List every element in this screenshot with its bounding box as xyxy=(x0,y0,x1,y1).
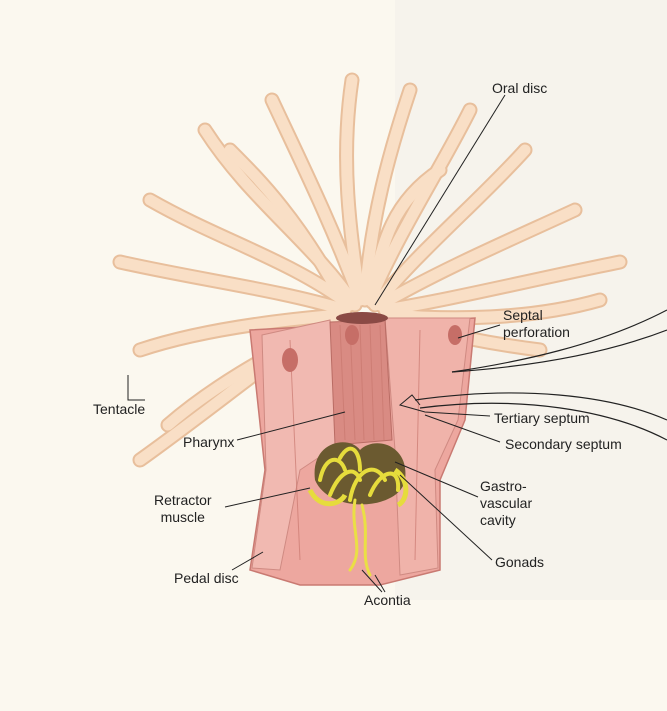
label-gastrovascular-cavity: Gastro- vascular cavity xyxy=(480,478,532,529)
label-pedal-disc: Pedal disc xyxy=(174,570,239,587)
label-retractor-muscle: Retractor muscle xyxy=(154,492,212,526)
septal-perforation-right xyxy=(448,325,462,345)
label-secondary-septum: Secondary septum xyxy=(505,436,622,453)
label-acontia: Acontia xyxy=(364,592,411,609)
label-tertiary-septum: Tertiary septum xyxy=(494,410,590,427)
septal-perforation-left xyxy=(282,348,298,372)
pharynx-shape xyxy=(330,320,392,445)
label-gonads: Gonads xyxy=(495,554,544,571)
label-tentacle: Tentacle xyxy=(93,401,145,418)
oral-disc-mouth xyxy=(336,312,388,324)
label-septal-perforation: Septal perforation xyxy=(503,307,570,341)
label-pharynx: Pharynx xyxy=(183,434,234,451)
septal-perforation-center xyxy=(345,325,359,345)
label-oral-disc: Oral disc xyxy=(492,80,547,97)
